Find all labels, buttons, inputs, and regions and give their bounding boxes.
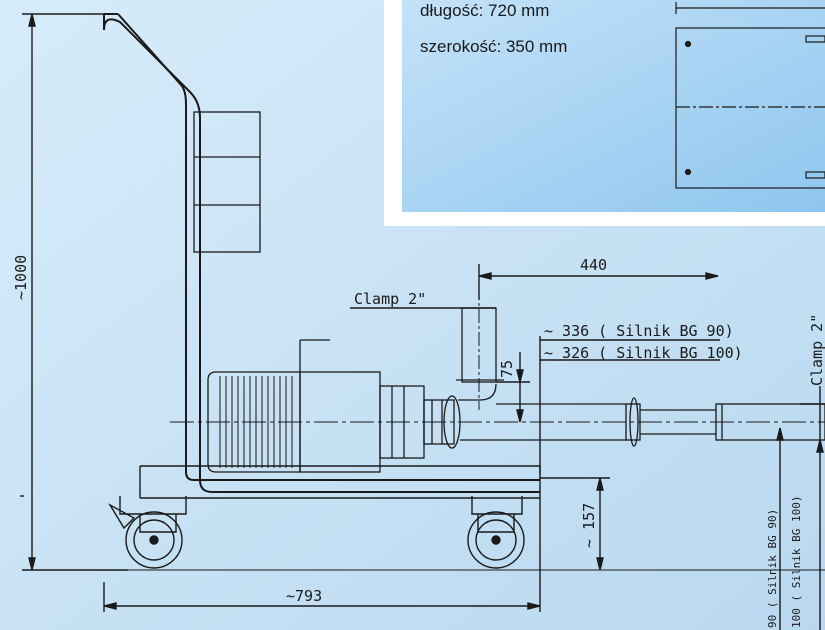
pump-pipe (456, 307, 825, 447)
clamp-top-label: Clamp 2" (354, 290, 426, 308)
shaft-bg90-label: 90 ( Silnik BG 90) (766, 509, 779, 628)
outlet-offset-label: 440 (580, 256, 607, 274)
inlet-height-label: 75 (498, 360, 516, 378)
motor-offset-leader (539, 336, 720, 474)
height-dimension (22, 13, 128, 571)
width-spec: szerokość: 350 mm (420, 37, 567, 56)
hanging-box (193, 111, 261, 253)
info-panel: długość: 720 mm szerokość: 350 mm (384, 0, 825, 226)
cart-base (20, 465, 541, 499)
base-length-label: ~793 (286, 587, 322, 605)
cart-handle (103, 13, 540, 493)
motor (207, 339, 461, 473)
base-length-dimension (103, 498, 541, 612)
inlet-height-dimension (496, 352, 530, 423)
outlet-dimension (478, 264, 719, 300)
axis-height-label: ~ 157 (580, 503, 598, 548)
shaft-bg100-label: 100 ( Silnik BG 100) (790, 496, 803, 628)
wheel-left (108, 496, 187, 569)
shaft-height-dimension (776, 386, 825, 630)
top-view-cart (675, 2, 825, 189)
wheel-right (467, 496, 525, 569)
offset-bg90-label: ~ 336 ( Silnik BG 90) (544, 322, 734, 340)
length-spec: długość: 720 mm (420, 1, 549, 20)
side-view (20, 13, 825, 630)
height-label: ~1000 (12, 255, 30, 300)
offset-bg100-label: ~ 326 ( Silnik BG 100) (544, 344, 743, 362)
clamp-right-label: Clamp 2" (808, 314, 825, 386)
axis-height-dimension (540, 477, 610, 571)
